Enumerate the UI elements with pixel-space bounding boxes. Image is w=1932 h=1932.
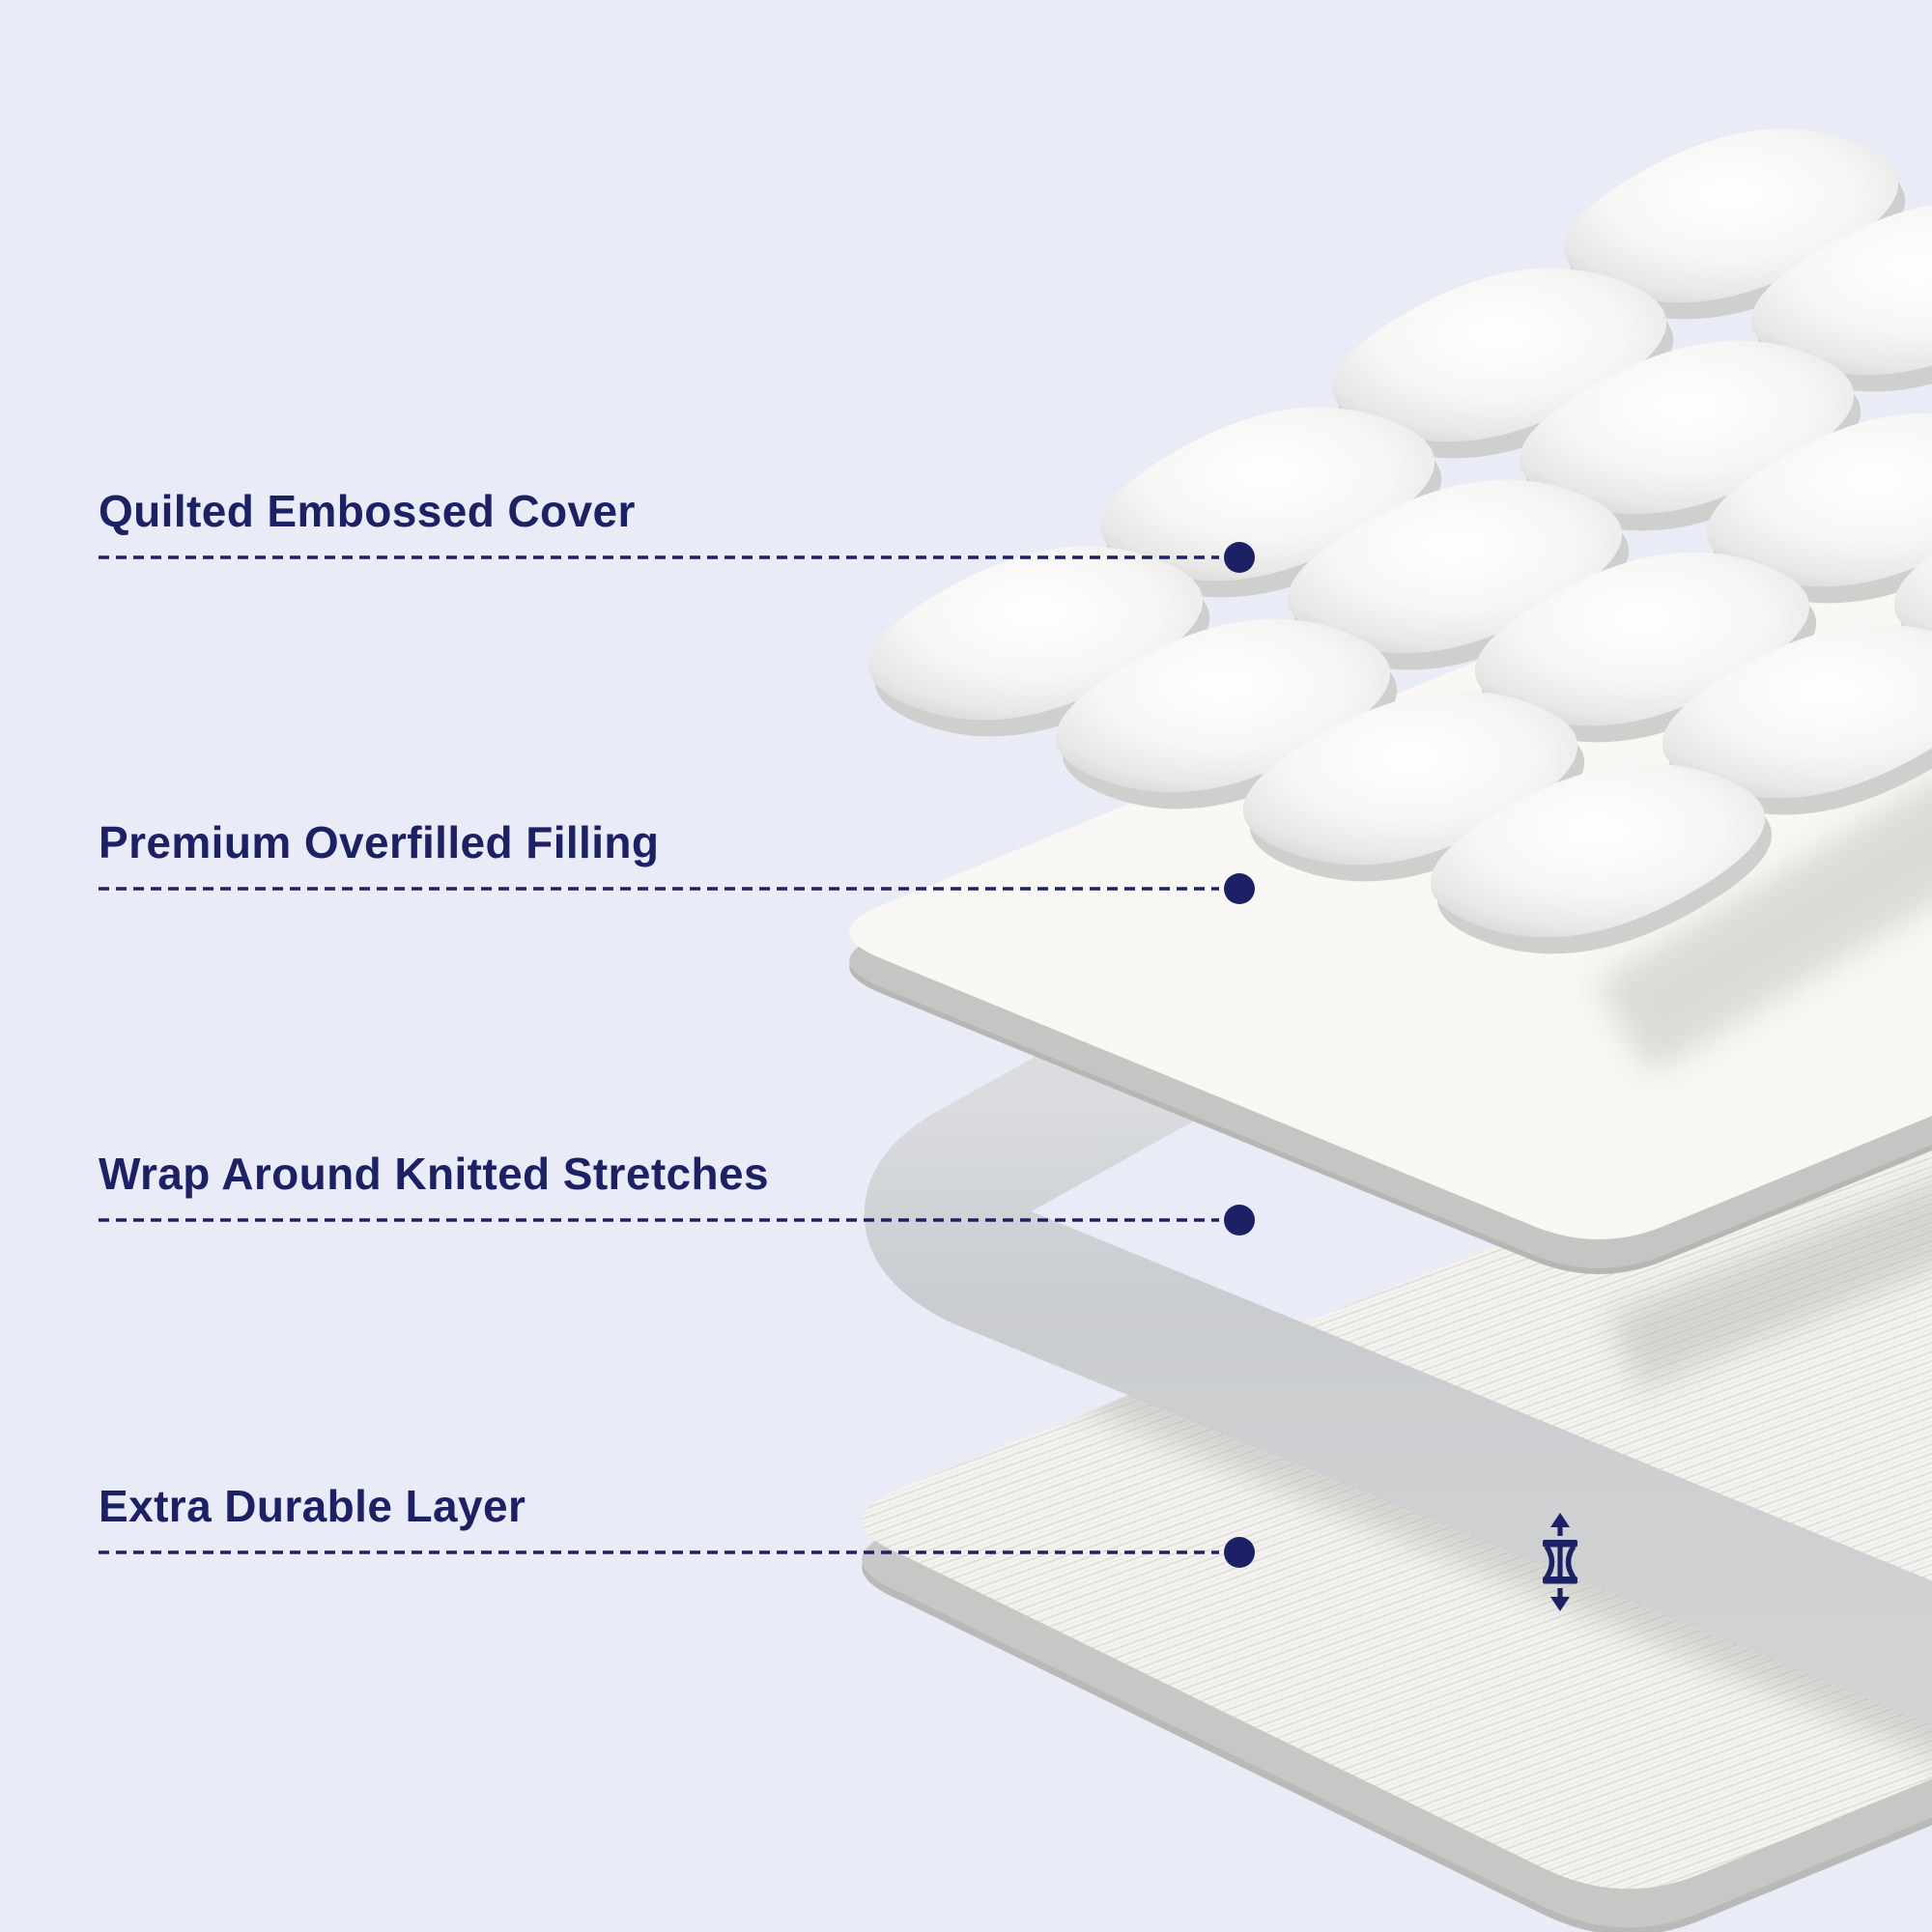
feature-label-filling: Premium Overfilled Filling xyxy=(99,817,660,867)
stretch-thickness-icon xyxy=(1543,1513,1577,1611)
quilted-cover-layer xyxy=(867,128,1932,954)
leader-dot-stretch-band xyxy=(1224,1205,1255,1236)
feature-label-durable-layer: Extra Durable Layer xyxy=(99,1481,526,1531)
leader-dot-filling xyxy=(1224,873,1255,904)
stretch-band-layer xyxy=(864,946,1932,1725)
feature-label-stretch-band: Wrap Around Knitted Stretches xyxy=(99,1149,769,1199)
leader-dot-quilted-cover xyxy=(1224,542,1255,573)
feature-label-quilted-cover: Quilted Embossed Cover xyxy=(99,486,636,536)
leader-dot-durable-layer xyxy=(1224,1537,1255,1568)
